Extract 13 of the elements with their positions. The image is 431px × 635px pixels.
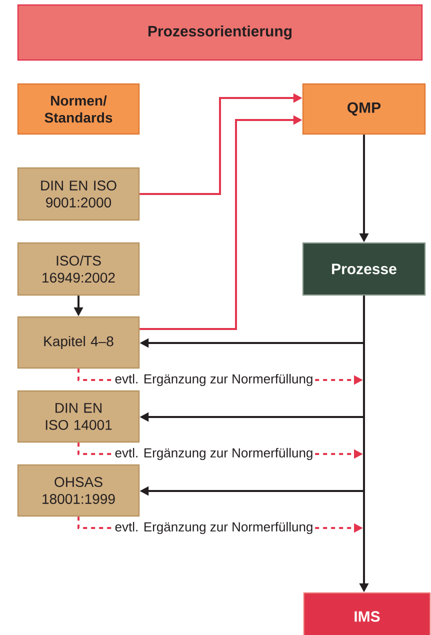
edge-label: evtl. Ergänzung zur Normerfüllung (113, 446, 315, 462)
process-box: Prozesse (302, 242, 426, 296)
process-box: IMS (303, 592, 431, 635)
process-box: QMP (302, 83, 426, 135)
standard-box: DIN EN ISO 9001:2000 (17, 167, 140, 221)
standard-box: DIN EN ISO 14001 (17, 390, 140, 443)
standard-box: Kapitel 4–8 (17, 316, 140, 369)
standard-box: OHSAS 18001:1999 (17, 464, 140, 517)
edge-label: evtl. Ergänzung zur Normerfüllung (113, 372, 315, 388)
edge-label: evtl. Ergänzung zur Normerfüllung (113, 520, 315, 536)
title-banner: Prozessorientierung (17, 4, 423, 61)
heading-box: Normen/ Standards (17, 83, 140, 135)
standard-box: ISO/TS 16949:2002 (17, 242, 140, 296)
